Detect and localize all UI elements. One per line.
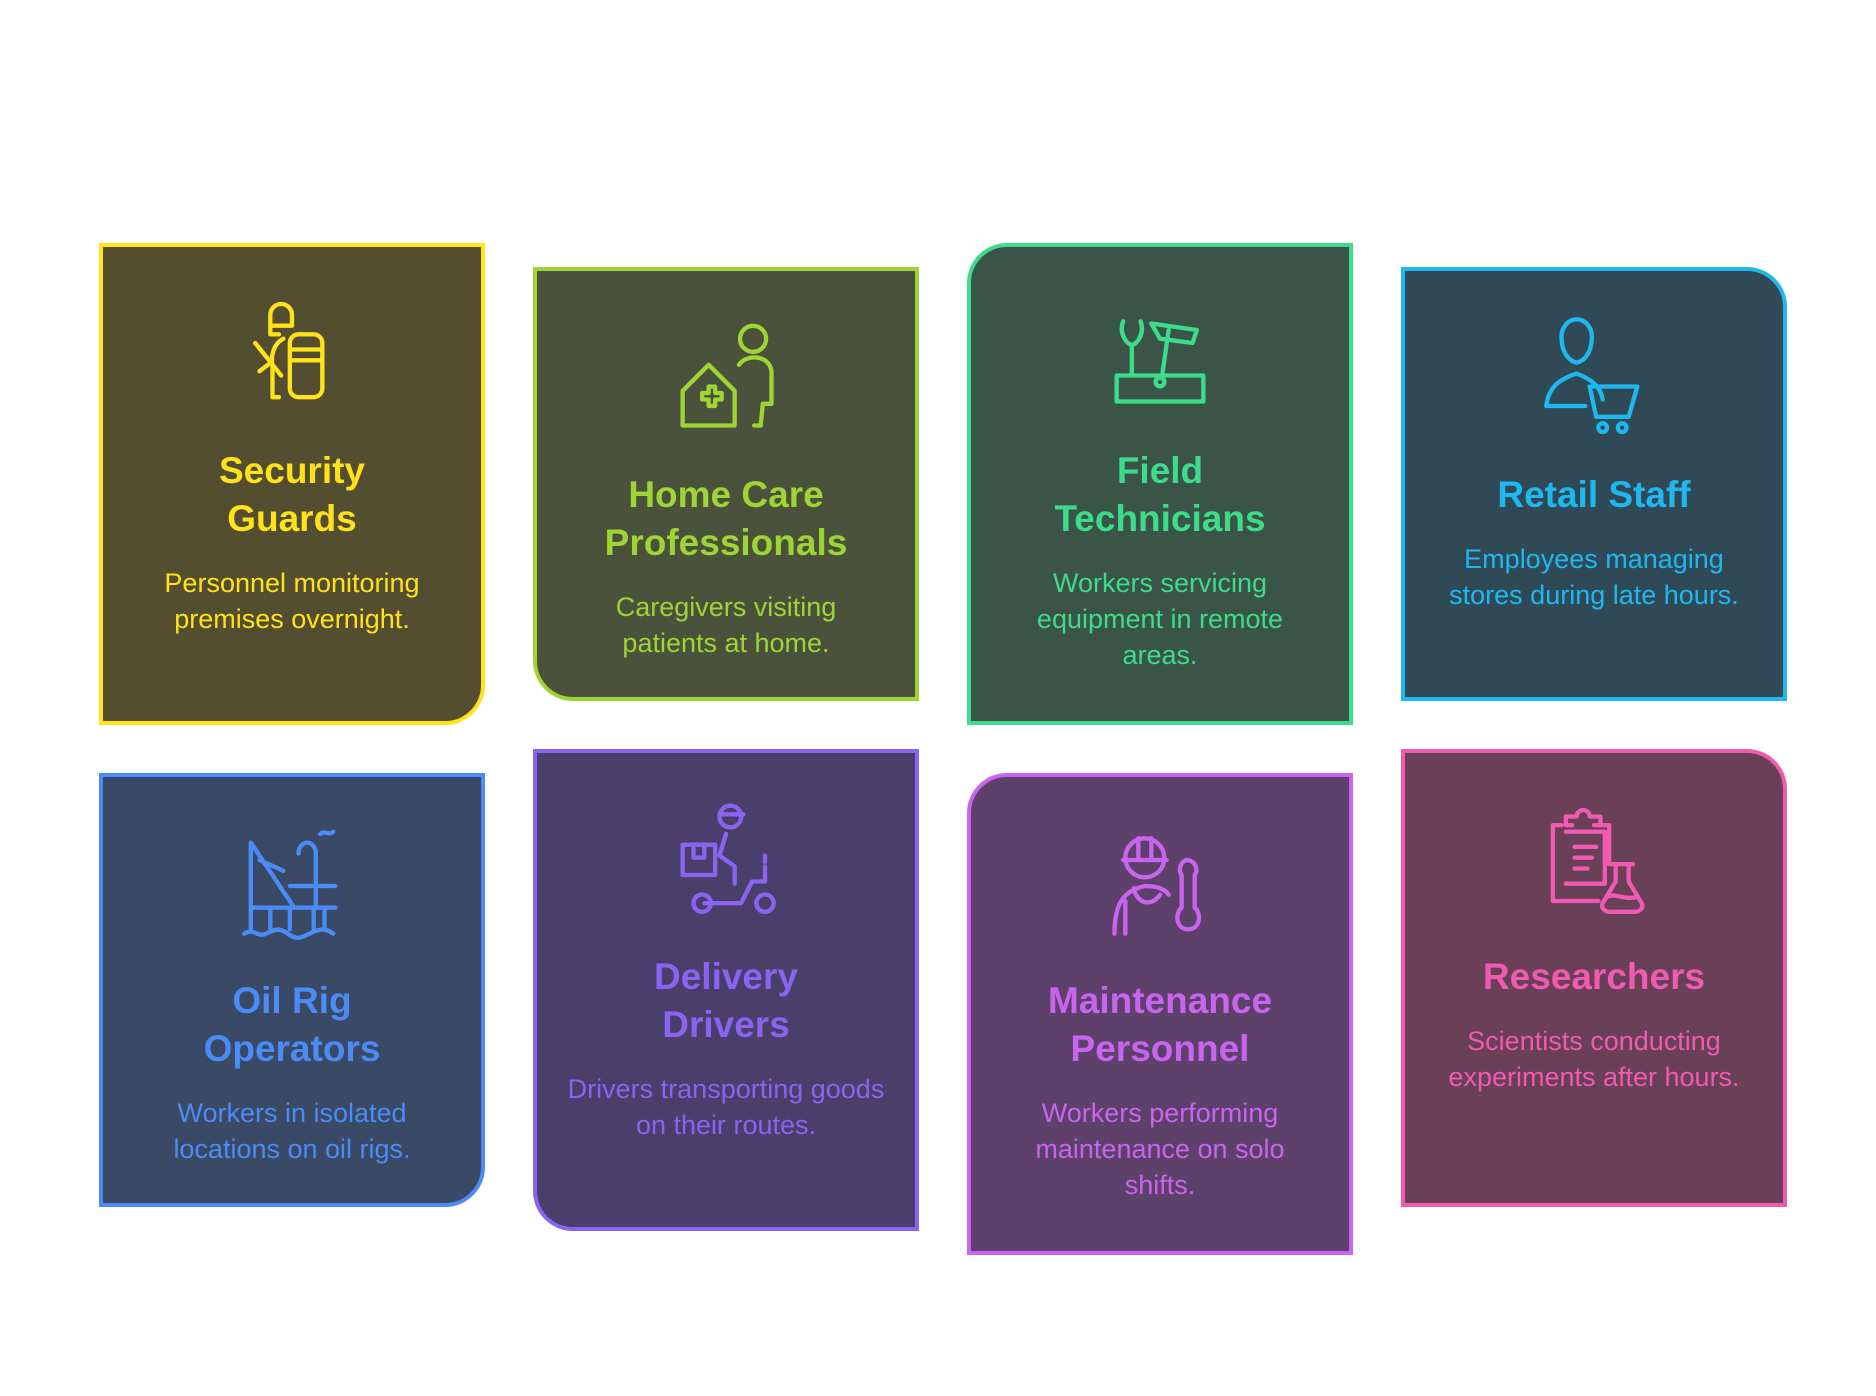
card-title: Retail Staff xyxy=(1497,471,1690,519)
oil-rig-icon xyxy=(242,829,338,940)
card-description: Personnel monitoring premises overnight. xyxy=(164,568,420,634)
card-title-line: Delivery xyxy=(654,956,798,997)
card-title-line: Oil Rig xyxy=(232,980,352,1021)
card-title: Researchers xyxy=(1483,953,1705,1001)
card-title-line: Technicians xyxy=(1054,498,1266,539)
card-title-line: Operators xyxy=(203,1028,381,1069)
card-description: Workers performing maintenance on solo s… xyxy=(1035,1098,1285,1200)
delivery-scooter-icon xyxy=(680,803,776,914)
security-guard-icon xyxy=(253,301,325,400)
toolbox-icon xyxy=(1114,319,1206,404)
card-description: Employees managing stores during late ho… xyxy=(1449,544,1739,610)
card-title-line: Home Care xyxy=(628,474,824,515)
card-description: Caregivers visiting patients at home. xyxy=(615,592,837,658)
card-title-line: Researchers xyxy=(1482,956,1706,997)
retail-cart-icon xyxy=(1544,317,1640,435)
card-description: Drivers transporting goods on their rout… xyxy=(567,1074,885,1140)
clipboard-flask-icon xyxy=(1550,807,1645,914)
card-title-line: Security xyxy=(218,450,365,491)
card-title-line: Personnel xyxy=(1070,1028,1250,1069)
card-title-line: Drivers xyxy=(662,1004,790,1045)
home-care-icon xyxy=(680,323,774,428)
card-title-line: Retail Staff xyxy=(1497,474,1691,515)
card-title-line: Field xyxy=(1116,450,1204,491)
card-description: Workers in isolated locations on oil rig… xyxy=(173,1098,411,1164)
card-description: Workers servicing equipment in remote ar… xyxy=(1036,568,1284,670)
card-title-line: Guards xyxy=(227,498,357,539)
card-description: Scientists conducting experiments after … xyxy=(1448,1026,1740,1092)
maintenance-worker-icon xyxy=(1112,836,1202,936)
card-title-line: Maintenance xyxy=(1047,980,1273,1021)
card-title-line: Professionals xyxy=(604,522,848,563)
